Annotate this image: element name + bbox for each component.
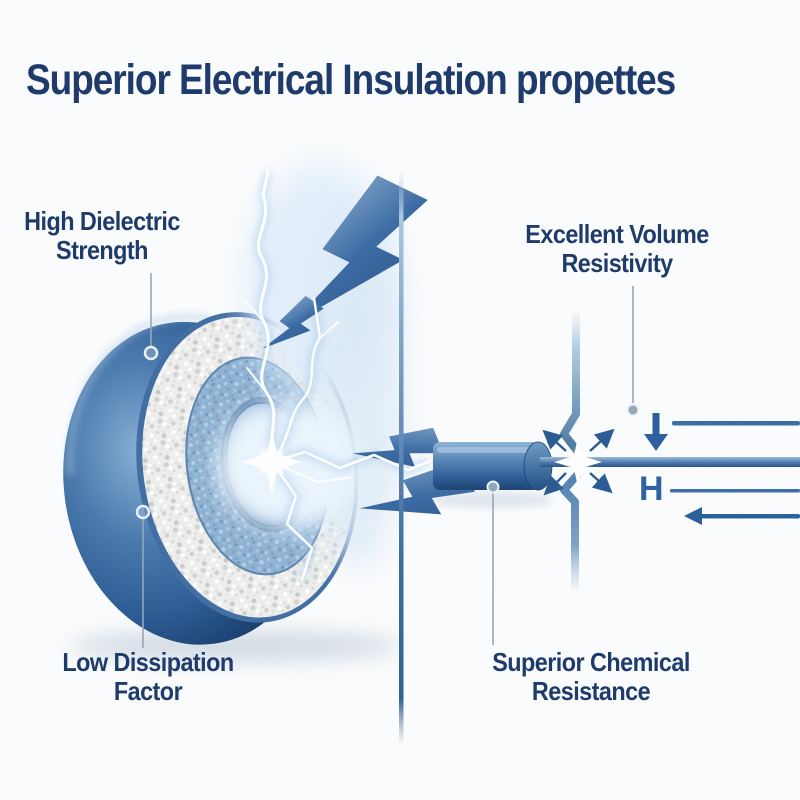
- label-line: Low Dissipation: [62, 647, 234, 677]
- label-line: High Dielectric: [24, 206, 180, 236]
- label-line: Factor: [113, 676, 183, 707]
- label-superior-chemical-resistance: Superior Chemical Resistance: [438, 647, 744, 707]
- label-low-dissipation-factor: Low Dissipation Factor: [31, 647, 265, 707]
- label-line: Superior Chemical Resistance: [492, 647, 690, 707]
- label-line: Strength: [56, 235, 148, 266]
- label-excellent-volume-resistivity: Excellent Volume Resistivity: [500, 219, 734, 279]
- label-line: Excellent Volume: [525, 219, 709, 249]
- label-high-dielectric-strength: High Dielectric Strength: [0, 206, 219, 266]
- page-title: Superior Electrical Insulation propettes: [26, 56, 676, 104]
- field-symbol-h: H: [639, 470, 664, 508]
- label-line: Resistivity: [561, 248, 673, 279]
